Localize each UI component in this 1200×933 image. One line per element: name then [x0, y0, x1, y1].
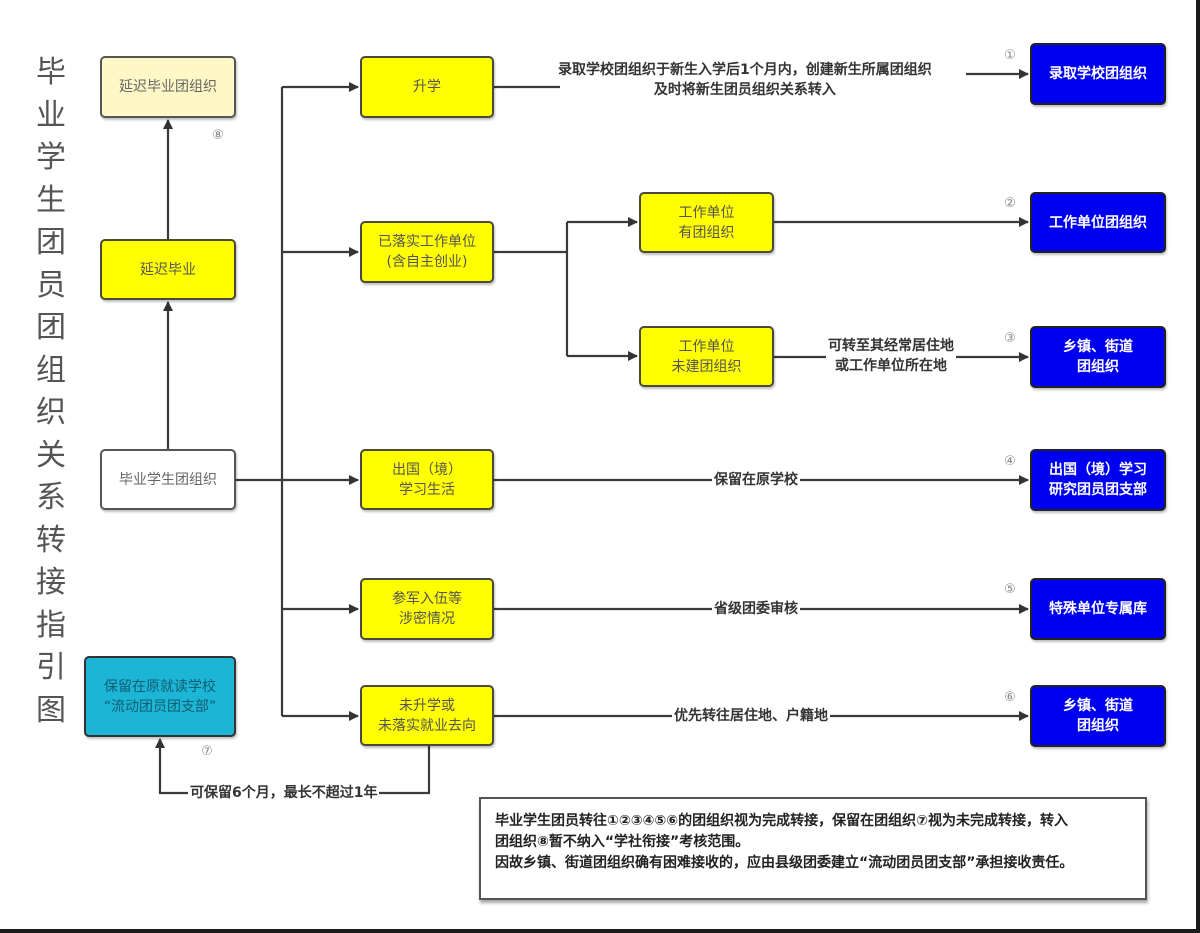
graduating-student-org-box: 毕业学生团组织: [100, 449, 236, 510]
destination-3-line-2: 团组织: [1077, 359, 1119, 375]
footnote-box: 毕业学生团员转往①②③④⑤⑥的团组织视为完成转接，保留在团组织⑦视为未完成转接，…: [479, 797, 1147, 900]
destination-6-line-1: 乡镇、街道: [1063, 698, 1133, 714]
destination-4: 出国（境）学习 研究团员团支部: [1030, 449, 1166, 511]
delayed-graduation-label: 延迟毕业: [140, 261, 196, 278]
edge-label-unplaced: 优先转往居住地、户籍地: [672, 706, 830, 726]
retain-duration-label: 可保留6个月，最长不超过1年: [188, 783, 380, 803]
retain-school-line-2: “流动团员团支部”: [103, 698, 217, 715]
branch-unplaced-line-2: 未落实就业去向: [378, 717, 476, 734]
destination-6: 乡镇、街道 团组织: [1030, 685, 1166, 747]
branch-unplaced-line-1: 未升学或: [399, 697, 455, 714]
branch-further-study: 升学: [360, 56, 494, 118]
graduating-student-org-label: 毕业学生团组织: [119, 471, 217, 488]
marker-4: ④: [1004, 454, 1016, 469]
edge-label-further-study-line-2: 及时将新生团员组织关系转入: [653, 82, 836, 98]
edge-label-employer-no-org-line-2: 或工作单位所在地: [835, 358, 947, 374]
destination-4-line-2: 研究团员团支部: [1049, 482, 1147, 498]
edge-label-further-study: 录取学校团组织于新生入学后1个月内，创建新生所属团组织 及时将新生团员组织关系转…: [556, 60, 934, 100]
marker-1: ①: [1004, 48, 1016, 63]
footnote-line-3: 因故乡镇、街道团组织确有困难接收的，应由县级团委建立“流动团员团支部”承担接收责…: [495, 855, 1074, 871]
edge-label-employer-no-org-line-1: 可转至其经常居住地: [828, 338, 954, 354]
branch-military: 参军入伍等 涉密情况: [360, 578, 494, 640]
branch-abroad-line-2: 学习生活: [399, 481, 455, 498]
destination-5-line-1: 特殊单位专属库: [1049, 601, 1147, 617]
footnote-line-1: 毕业学生团员转往①②③④⑤⑥的团组织视为完成转接，保留在团组织⑦视为未完成转接，…: [495, 813, 1068, 829]
sub-branch-employer-no-org: 工作单位 未建团组织: [639, 326, 774, 387]
branch-employed-line-2: (含自主创业): [386, 254, 468, 270]
marker-8: ⑧: [212, 128, 224, 143]
employer-has-org-line-1: 工作单位: [678, 204, 735, 221]
destination-4-line-1: 出国（境）学习: [1049, 462, 1147, 478]
branch-abroad: 出国（境） 学习生活: [360, 449, 494, 510]
marker-3: ③: [1004, 331, 1016, 346]
branch-military-line-2: 涉密情况: [399, 611, 455, 627]
destination-2-line-1: 工作单位团组织: [1049, 214, 1147, 231]
branch-employed-line-1: 已落实工作单位: [378, 234, 476, 250]
edge-label-military: 省级团委审核: [712, 599, 800, 619]
delayed-graduation-org-box: 延迟毕业团组织: [100, 56, 236, 118]
diagram-title: 毕业学生团员团组织关系转接指引图: [36, 55, 66, 728]
edge-label-further-study-line-1: 录取学校团组织于新生入学后1个月内，创建新生所属团组织: [558, 60, 932, 80]
footnote-line-2: 团组织⑧暂不纳入“学社衔接”考核范围。: [495, 834, 750, 850]
branch-further-study-line-1: 升学: [413, 79, 441, 95]
employer-no-org-line-2: 未建团组织: [671, 358, 742, 375]
edge-label-employer-no-org: 可转至其经常居住地 或工作单位所在地: [826, 336, 956, 376]
destination-3-line-1: 乡镇、街道: [1063, 339, 1133, 355]
marker-5: ⑤: [1004, 582, 1016, 597]
employer-has-org-line-2: 有团组织: [678, 224, 735, 241]
destination-1: 录取学校团组织: [1030, 43, 1166, 105]
branch-unplaced: 未升学或 未落实就业去向: [360, 685, 494, 746]
marker-2: ②: [1004, 196, 1016, 211]
edge-label-abroad: 保留在原学校: [712, 470, 800, 490]
delayed-graduation-box: 延迟毕业: [100, 239, 236, 300]
sub-branch-employer-has-org: 工作单位 有团组织: [639, 192, 774, 253]
retain-school-line-1: 保留在原就读学校: [104, 678, 216, 695]
frame-border-right: [1196, 0, 1200, 933]
destination-5: 特殊单位专属库: [1030, 578, 1166, 640]
destination-1-line-1: 录取学校团组织: [1049, 66, 1147, 82]
branch-abroad-line-1: 出国（境）: [392, 461, 462, 478]
delayed-graduation-org-label: 延迟毕业团组织: [119, 79, 217, 95]
destination-6-line-2: 团组织: [1077, 718, 1119, 734]
branch-military-line-1: 参军入伍等: [392, 591, 462, 607]
marker-7: ⑦: [201, 744, 213, 759]
branch-employed: 已落实工作单位 (含自主创业): [360, 221, 494, 283]
destination-3: 乡镇、街道 团组织: [1030, 326, 1166, 388]
employer-no-org-line-1: 工作单位: [678, 338, 735, 355]
retain-school-box: 保留在原就读学校 “流动团员团支部”: [84, 656, 236, 737]
marker-6: ⑥: [1004, 690, 1016, 705]
destination-2: 工作单位团组织: [1030, 192, 1166, 253]
frame-border-bottom: [0, 929, 1200, 933]
